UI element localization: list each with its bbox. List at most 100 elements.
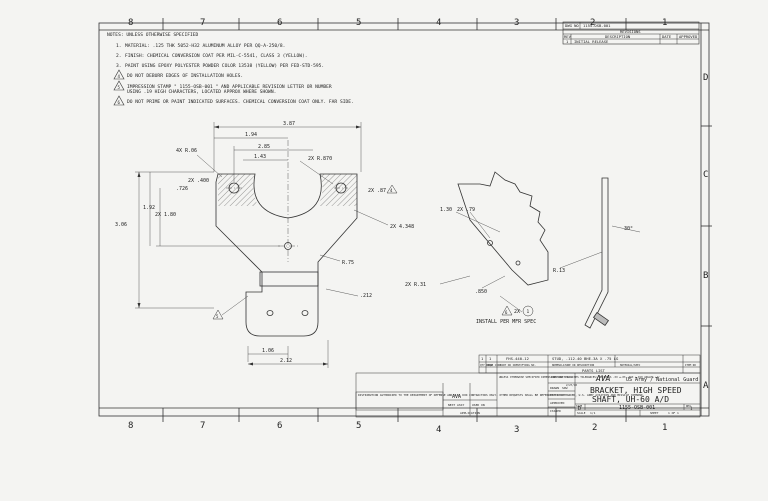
note-ref-5: 5 bbox=[216, 314, 219, 319]
zone-top-2: 2 bbox=[590, 18, 595, 28]
tb-drawn-date: 2/27/18 bbox=[566, 383, 577, 387]
tb-size-label: SIZE bbox=[576, 404, 583, 408]
zone-top-7: 7 bbox=[200, 18, 205, 28]
notes-header: NOTES: UNLESS OTHERWISE SPECIFIED bbox=[107, 32, 199, 38]
revision-block: DWG NO 1155-OSB-001 REVISIONS REV DESCRI… bbox=[562, 21, 700, 45]
zone-top-4: 4 bbox=[436, 18, 441, 28]
tb-dwg-no: 1155-OSB-001 bbox=[619, 405, 655, 411]
dim-hole-dim: 2X .400 bbox=[188, 178, 209, 184]
note-4-text: DO NOT DEBURR EDGES OF INSTALLATION HOLE… bbox=[127, 73, 243, 79]
zone-right-C: C bbox=[703, 170, 708, 180]
pl-desc: STUD, .112-40 BHE-3A X .75 LG bbox=[552, 356, 619, 361]
note-ref-4-flag-icon bbox=[386, 184, 398, 194]
rev-title: REVISIONS bbox=[620, 29, 641, 34]
install-item: 1 bbox=[527, 309, 530, 315]
pl-item: 1 bbox=[489, 356, 492, 361]
distribution-statement: DISTRIBUTION AUTHORIZED TO THE DEPARTMEN… bbox=[358, 393, 645, 397]
dim-h1: 1.92 bbox=[143, 205, 155, 211]
iso-hole-center bbox=[487, 240, 493, 246]
dim-thk: .212 bbox=[360, 293, 372, 299]
iso-stud bbox=[592, 311, 610, 327]
bracket-tab bbox=[259, 271, 319, 287]
rev-col-rev: REV bbox=[564, 34, 572, 39]
base-hole-left bbox=[266, 310, 274, 316]
zone-top-6: 6 bbox=[277, 18, 282, 28]
tb-sheet: 1 OF 1 bbox=[668, 411, 679, 415]
install-note: INSTALL PER MFR SPEC bbox=[476, 319, 536, 325]
zone-bottom-7: 7 bbox=[200, 421, 205, 431]
rev-row-rev: 1 bbox=[566, 39, 569, 44]
hatched-area-right bbox=[318, 174, 357, 206]
tb-scale-label: SCALE bbox=[577, 411, 586, 415]
zone-bottom-5: 5 bbox=[356, 421, 361, 431]
dim-r75: R.75 bbox=[342, 260, 354, 266]
dim-hole-off: .726 bbox=[176, 186, 188, 192]
zone-right-D: D bbox=[703, 73, 708, 83]
arrowheads bbox=[137, 125, 361, 366]
tb-company: AVA bbox=[595, 374, 611, 383]
rev-col-date: DATE bbox=[662, 34, 672, 39]
tb-next-assy: NEXT ASSY bbox=[448, 403, 464, 407]
iso-dim-b: 2X .79 bbox=[457, 207, 475, 213]
zone-top-8: 8 bbox=[128, 18, 133, 28]
rev-row-desc: INITIAL RELEASE bbox=[574, 39, 609, 44]
dim-side: 2X .87 bbox=[368, 188, 386, 194]
notes-block: NOTES: UNLESS OTHERWISE SPECIFIED 1. MAT… bbox=[107, 32, 354, 106]
zone-bottom-1: 1 bbox=[662, 423, 667, 433]
iso-dim-d: R.13 bbox=[553, 268, 565, 274]
tb-tolerances: UNLESS OTHERWISE SPECIFIED DIMENSIONS AR… bbox=[499, 375, 660, 379]
tb-org: US Army / National Guard bbox=[626, 377, 698, 383]
dim-hole-r: 2X R.870 bbox=[308, 156, 332, 162]
zone-bottom-2: 2 bbox=[592, 423, 597, 433]
iso-bracket-outline bbox=[457, 171, 549, 286]
note-5-text-line2: USING .19 HIGH CHARACTERS, LOCATED APPRO… bbox=[127, 89, 276, 95]
pl-h-qty: QTY REQD bbox=[480, 363, 493, 367]
note-4-flag-icon bbox=[113, 69, 125, 80]
note-5-flag-icon bbox=[113, 80, 125, 91]
install-qty: 2X bbox=[514, 309, 520, 315]
dim-corner: 4X R.06 bbox=[176, 148, 197, 154]
tb-title-2: SHAFT, UH-60 A/D bbox=[592, 395, 669, 404]
tb-checked: CHECKED bbox=[550, 393, 563, 397]
zone-right-B: B bbox=[703, 271, 708, 281]
dim-w2: 2.85 bbox=[258, 144, 270, 150]
rev-dwg-label: DWG NO bbox=[565, 23, 579, 28]
tb-used-on: USED ON bbox=[472, 403, 485, 407]
rev-col-approved: APPROVED bbox=[679, 34, 698, 39]
tb-application: APPLICATION bbox=[460, 411, 480, 415]
note-ref-5-flag-icon bbox=[212, 309, 224, 320]
dim-b2: 2.12 bbox=[280, 358, 292, 364]
dim-w1: 1.94 bbox=[245, 132, 257, 138]
note-5-num: 5 bbox=[118, 85, 121, 90]
iso-shaft bbox=[584, 177, 609, 329]
note-1-num: 1. bbox=[116, 43, 122, 49]
tb-title-1: BRACKET, HIGH SPEED bbox=[590, 386, 682, 395]
rev-col-desc: DESCRIPTION bbox=[605, 34, 631, 39]
tb-approved: APPROVED bbox=[550, 401, 565, 405]
zone-bottom-6: 6 bbox=[277, 421, 282, 431]
tb-company-small: AVA bbox=[452, 394, 461, 400]
tb-drawn: DRAWN bbox=[550, 386, 559, 390]
note-ref-4: 4 bbox=[390, 188, 393, 193]
tb-issued: ISSUED bbox=[550, 409, 561, 413]
iso-dim-a: 1.30 bbox=[440, 207, 452, 213]
dim-h2: 2X 1.80 bbox=[155, 212, 176, 218]
pl-h-desc: NOMENCLATURE OR DESCRIPTION bbox=[552, 363, 595, 367]
tb-size: D bbox=[578, 406, 581, 412]
dim-overall-height: 3.06 bbox=[115, 222, 127, 228]
drawing-border bbox=[98, 18, 712, 422]
item-balloon bbox=[522, 305, 534, 317]
dimension-lines bbox=[135, 122, 389, 368]
tb-drawn-by: SDW bbox=[562, 386, 568, 390]
title-block: DISTRIBUTION AUTHORIZED TO THE DEPARTMEN… bbox=[355, 372, 701, 418]
bracket-outline bbox=[215, 173, 358, 337]
note-6-flag-icon bbox=[113, 95, 125, 106]
dim-b1: 1.06 bbox=[262, 348, 274, 354]
note-3-text: PAINT USING EPOXY POLYESTER POWDER COLOR… bbox=[125, 63, 324, 69]
zone-top-3: 3 bbox=[514, 18, 519, 28]
tb-contract: CONTRACT NO. bbox=[551, 375, 573, 379]
note-3-num: 3. bbox=[116, 63, 122, 69]
